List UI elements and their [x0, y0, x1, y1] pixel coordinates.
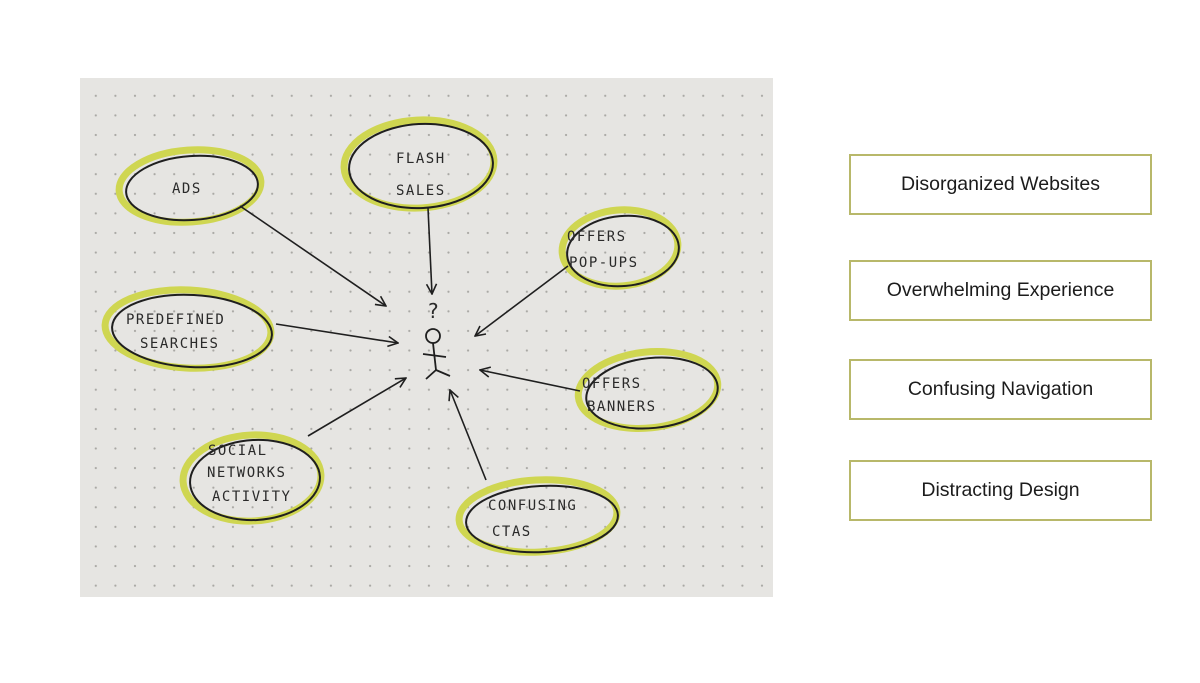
arrows — [239, 205, 581, 481]
node-flash-sales-line-2: SALES — [396, 183, 446, 199]
tag-distracting-design: Distracting Design — [849, 460, 1152, 521]
node-labels: ADS FLASH SALES OFFERS POP-UPS PREDEFINE… — [126, 151, 657, 540]
node-predefined-line-2: SEARCHES — [140, 336, 219, 352]
tag-label: Overwhelming Experience — [886, 279, 1115, 301]
confused-user-figure: ? — [422, 299, 451, 380]
node-social-line-3: ACTIVITY — [212, 489, 291, 505]
tag-confusing-navigation: Confusing Navigation — [849, 359, 1152, 420]
tag-label: Distracting Design — [921, 479, 1080, 501]
node-offers-popups-line-2: POP-UPS — [569, 255, 639, 271]
node-offers-popups-line-1: OFFERS — [567, 229, 627, 245]
node-confusing-ctas-line-1: CONFUSING — [488, 498, 577, 514]
tag-label: Disorganized Websites — [900, 173, 1101, 195]
tag-disorganized-websites: Disorganized Websites — [849, 154, 1152, 215]
tag-overwhelming-experience: Overwhelming Experience — [849, 260, 1152, 321]
node-offers-banners-line-1: OFFERS — [582, 376, 642, 392]
node-ads-line-1: ADS — [172, 181, 202, 197]
question-mark: ? — [428, 299, 439, 323]
problem-tags: Disorganized Websites Overwhelming Exper… — [849, 0, 1152, 683]
node-confusing-ctas-line-2: CTAS — [492, 524, 532, 540]
node-offers-banners-line-2: BANNERS — [587, 399, 657, 415]
ink-outlines — [111, 122, 719, 554]
node-predefined-line-1: PREDEFINED — [126, 312, 225, 328]
mind-map-diagram: ? ADS FLASH SALES OFFERS POP-UPS PREDEFI… — [101, 116, 722, 556]
sketch-photo: ? ADS FLASH SALES OFFERS POP-UPS PREDEFI… — [80, 78, 773, 597]
tag-label: Confusing Navigation — [907, 378, 1094, 400]
node-social-line-2: NETWORKS — [207, 465, 286, 481]
node-flash-sales-line-1: FLASH — [396, 151, 446, 167]
node-social-line-1: SOCIAL — [208, 443, 268, 459]
